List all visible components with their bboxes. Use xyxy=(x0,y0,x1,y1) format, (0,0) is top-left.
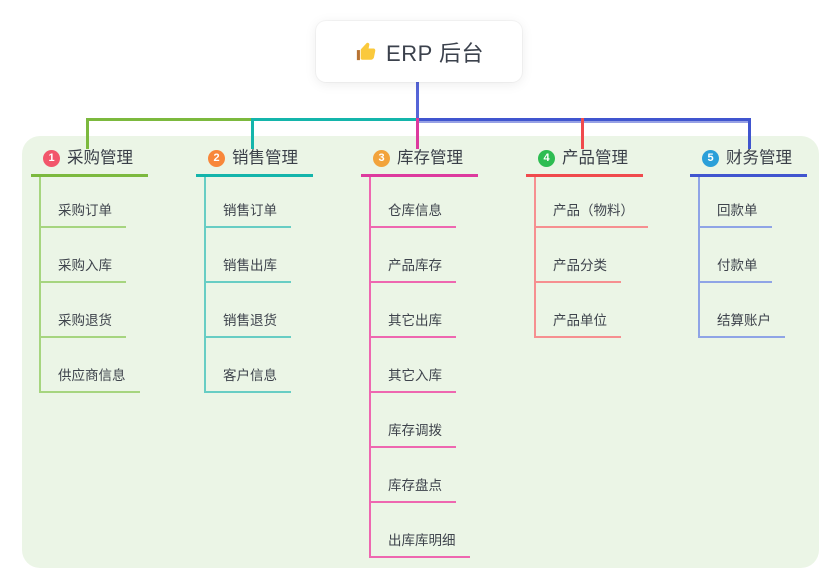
connector-branch-3-drop xyxy=(415,118,419,149)
connector-trunk-midleft xyxy=(251,118,418,121)
branch-node-2[interactable]: 2 销售管理 xyxy=(196,145,313,177)
child-node[interactable]: 结算账户 xyxy=(700,311,785,338)
child-node[interactable]: 库存调拨 xyxy=(371,421,456,448)
child-node[interactable]: 付款单 xyxy=(700,256,772,283)
child-node[interactable]: 出库库明细 xyxy=(371,531,470,558)
connector-trunk-right xyxy=(417,118,750,121)
connector-branch-1-drop xyxy=(85,118,89,149)
child-node[interactable]: 其它出库 xyxy=(371,311,456,338)
child-node[interactable]: 客户信息 xyxy=(206,366,291,393)
branch-node-1[interactable]: 1 采购管理 xyxy=(31,145,148,177)
branch-children: 回款单付款单结算账户 xyxy=(698,177,785,338)
child-node[interactable]: 产品库存 xyxy=(371,256,456,283)
branch-node-4[interactable]: 4 产品管理 xyxy=(526,145,643,177)
connector-branch-5-drop xyxy=(747,118,751,149)
child-node[interactable]: 产品分类 xyxy=(536,256,621,283)
branch-title: 产品管理 xyxy=(562,149,628,167)
branch-children: 仓库信息产品库存其它出库其它入库库存调拨库存盘点出库库明细 xyxy=(369,177,470,558)
branch-number-badge: 3 xyxy=(373,149,390,167)
branch-title: 库存管理 xyxy=(397,149,463,167)
branch-node-3[interactable]: 3 库存管理 xyxy=(361,145,478,177)
child-node[interactable]: 销售退货 xyxy=(206,311,291,338)
child-node[interactable]: 采购入库 xyxy=(41,256,126,283)
child-node[interactable]: 销售出库 xyxy=(206,256,291,283)
child-node[interactable]: 其它入库 xyxy=(371,366,456,393)
connector-branch-2-drop xyxy=(250,118,254,149)
connector-branch-4-drop xyxy=(580,118,584,149)
branch-number-badge: 5 xyxy=(702,149,719,167)
branch-4: 4 产品管理产品（物料） 产品分类产品单位 xyxy=(526,145,648,338)
branch-number-badge: 2 xyxy=(208,149,225,167)
child-node[interactable]: 产品（物料） xyxy=(536,201,648,228)
root-node[interactable]: ERP 后台 xyxy=(316,21,522,82)
branch-children: 销售订单销售出库销售退货客户信息 xyxy=(204,177,291,393)
branch-5: 5 财务管理回款单付款单结算账户 xyxy=(690,145,807,338)
mindmap-canvas[interactable] xyxy=(22,136,819,568)
branch-number-badge: 4 xyxy=(538,149,555,167)
branch-children: 产品（物料） 产品分类产品单位 xyxy=(534,177,648,338)
connector-root-drop xyxy=(415,82,419,120)
connector-trunk-left xyxy=(86,118,253,121)
child-node[interactable]: 回款单 xyxy=(700,201,772,228)
branch-title: 财务管理 xyxy=(726,149,792,167)
branch-title: 销售管理 xyxy=(232,149,298,167)
branch-children: 采购订单采购入库采购退货供应商信息 xyxy=(39,177,140,393)
branch-number-badge: 1 xyxy=(43,149,60,167)
branch-1: 1 采购管理采购订单采购入库采购退货供应商信息 xyxy=(31,145,148,393)
thumbs-up-icon xyxy=(354,40,377,63)
child-node[interactable]: 仓库信息 xyxy=(371,201,456,228)
child-node[interactable]: 产品单位 xyxy=(536,311,621,338)
child-node[interactable]: 采购订单 xyxy=(41,201,126,228)
child-node[interactable]: 销售订单 xyxy=(206,201,291,228)
branch-node-5[interactable]: 5 财务管理 xyxy=(690,145,807,177)
child-node[interactable]: 供应商信息 xyxy=(41,366,140,393)
child-node[interactable]: 采购退货 xyxy=(41,311,126,338)
branch-title: 采购管理 xyxy=(67,149,133,167)
root-title: ERP 后台 xyxy=(386,40,484,66)
branch-2: 2 销售管理销售订单销售出库销售退货客户信息 xyxy=(196,145,313,393)
child-node[interactable]: 库存盘点 xyxy=(371,476,456,503)
branch-3: 3 库存管理仓库信息产品库存其它出库其它入库库存调拨库存盘点出库库明细 xyxy=(361,145,478,558)
